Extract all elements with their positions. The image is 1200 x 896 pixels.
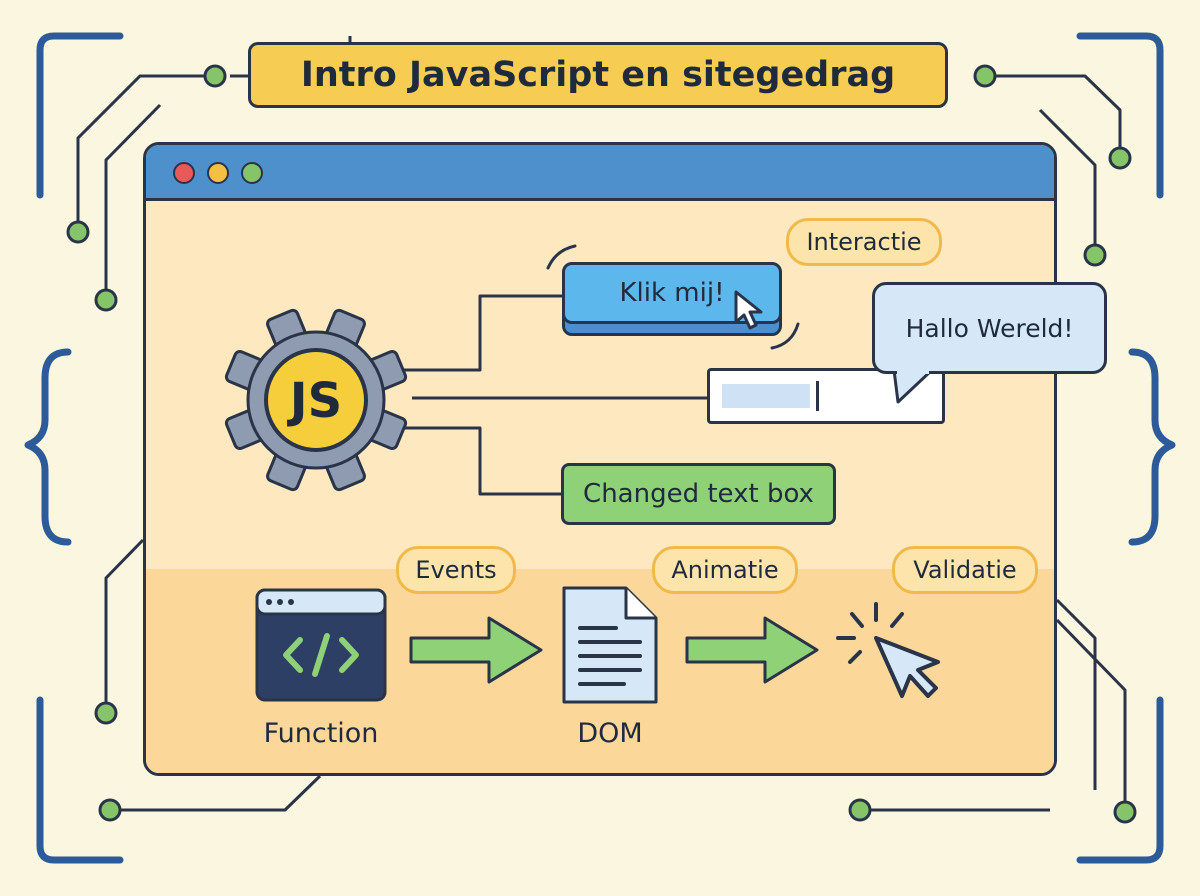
circuit-node bbox=[98, 798, 122, 822]
window-dot-red bbox=[173, 162, 195, 184]
tag-animatie: Animatie bbox=[652, 546, 798, 594]
button-motion-line-bottom bbox=[770, 322, 800, 350]
arrow-right-icon bbox=[685, 616, 819, 684]
js-logo-text: JS bbox=[287, 373, 342, 429]
speech-bubble-tail bbox=[892, 368, 934, 404]
circuit-node bbox=[973, 64, 997, 88]
speech-bubble-tail-cover bbox=[897, 366, 929, 374]
circuit-node bbox=[66, 220, 90, 244]
tag-validatie: Validatie bbox=[892, 546, 1038, 594]
corner-bracket-bottom-left bbox=[36, 696, 124, 864]
page-title: Intro JavaScript en sitegedrag bbox=[300, 55, 896, 95]
window-dot-green bbox=[241, 162, 263, 184]
circuit-node bbox=[848, 798, 872, 822]
curly-brace-left bbox=[24, 348, 72, 546]
arrow-right-icon bbox=[409, 616, 543, 684]
function-label: Function bbox=[263, 718, 379, 749]
text-caret bbox=[816, 381, 819, 411]
circuit-node bbox=[203, 64, 227, 88]
speech-bubble: Hallo Wereld! bbox=[872, 282, 1107, 374]
gear-icon: JS bbox=[224, 308, 408, 492]
klik-mij-button[interactable]: Klik mij! bbox=[562, 262, 782, 324]
window-title-bar bbox=[146, 145, 1054, 201]
circuit-node bbox=[1113, 800, 1137, 824]
cursor-icon bbox=[734, 290, 763, 330]
window-dot-yellow bbox=[207, 162, 229, 184]
corner-bracket-bottom-right bbox=[1076, 696, 1164, 864]
circuit-node bbox=[1083, 243, 1107, 267]
dom-label: DOM bbox=[577, 718, 643, 749]
circuit-node bbox=[94, 701, 118, 725]
tag-events: Events bbox=[396, 546, 516, 594]
tag-interactie: Interactie bbox=[786, 218, 942, 266]
button-motion-line-top bbox=[546, 244, 577, 270]
changed-text-box: Changed text box bbox=[561, 463, 836, 525]
js-logo-circle bbox=[264, 348, 368, 452]
document-icon bbox=[562, 586, 658, 704]
corner-bracket-top-left bbox=[36, 32, 124, 199]
connector-to-button bbox=[400, 294, 562, 372]
title-banner: Intro JavaScript en sitegedrag bbox=[248, 42, 948, 108]
cursor-click-icon bbox=[836, 602, 940, 698]
corner-bracket-top-right bbox=[1076, 32, 1164, 199]
curly-brace-right bbox=[1128, 348, 1176, 546]
input-selection-highlight bbox=[722, 384, 810, 408]
code-window-icon bbox=[255, 588, 387, 702]
circuit-node bbox=[1108, 146, 1132, 170]
connector-to-changed-box bbox=[400, 426, 561, 496]
circuit-node bbox=[94, 288, 118, 312]
